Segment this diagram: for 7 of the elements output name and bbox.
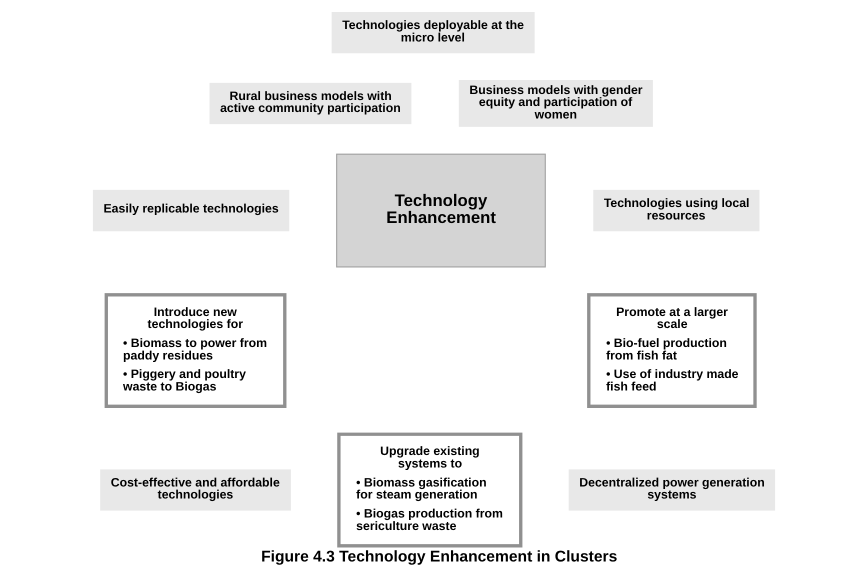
node-box: Introduce new technologies for • Biomass to power from paddy residues • Piggery and poultry waste to Biogas bbox=[104, 293, 286, 408]
caption: Figure 4.3 Technology Enhancement in Clusters bbox=[260, 548, 617, 566]
node-box: Upgrade existing systems to • Biomass gasification for steam generation • Biogas production from sericulture waste bbox=[336, 432, 522, 548]
node-box: Rural business models with active community participation bbox=[208, 82, 411, 124]
node-box: Promote at a larger scale • Bio-fuel production from fish fat • Use of industry made fish feed bbox=[586, 293, 756, 408]
node-box: Easily replicable technologies bbox=[92, 190, 289, 232]
node-box: Technology Enhancement bbox=[336, 154, 546, 268]
